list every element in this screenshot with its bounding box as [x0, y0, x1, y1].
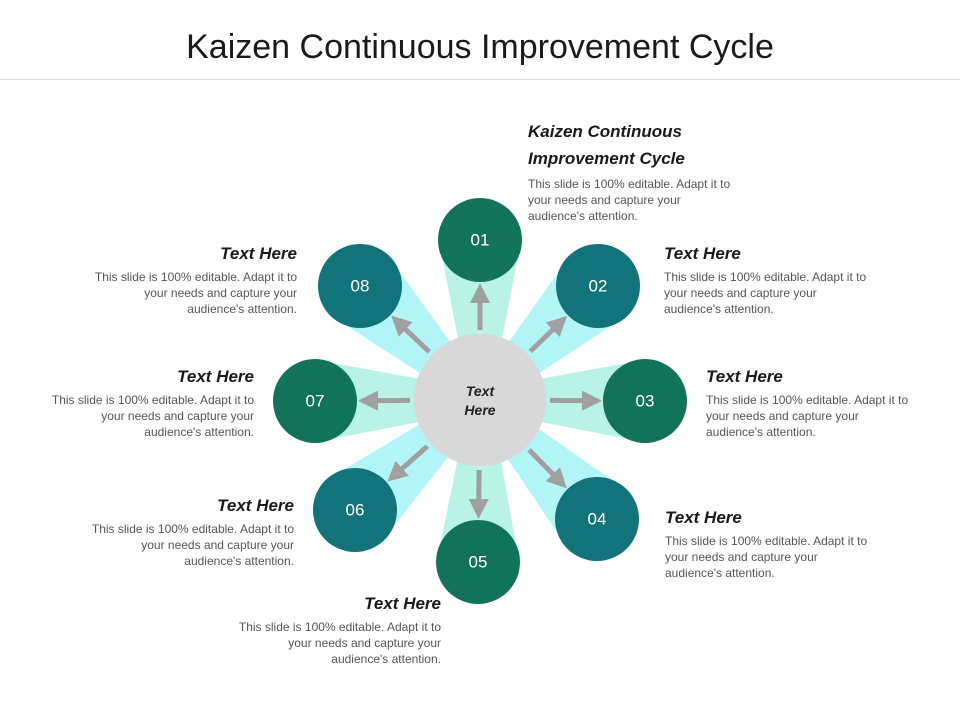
node-08-circle [318, 244, 402, 328]
callout-02: Text Here This slide is 100% editable. A… [664, 243, 874, 317]
callout-08-body: This slide is 100% editable. Adapt it to… [94, 270, 297, 316]
node-05-number: 05 [469, 553, 488, 572]
node-02-circle [556, 244, 640, 328]
callout-04-heading: Text Here [665, 508, 742, 527]
node-01-number: 01 [471, 231, 490, 250]
arrow-02 [528, 315, 568, 354]
callout-06-heading: Text Here [217, 496, 294, 515]
node-layer: 01 02 03 04 05 06 07 08 [273, 198, 687, 604]
callout-01-body: This slide is 100% editable. Adapt it to… [528, 177, 731, 223]
center-label-line1: Text [466, 383, 496, 399]
callout-05-heading: Text Here [364, 594, 441, 613]
arrow-08 [391, 315, 431, 354]
center-label-line2: Here [464, 402, 495, 418]
node-05-circle [436, 520, 520, 604]
callout-03: Text Here This slide is 100% editable. A… [706, 366, 916, 440]
callout-08: Text Here This slide is 100% editable. A… [87, 243, 297, 317]
callout-07-body: This slide is 100% editable. Adapt it to… [51, 393, 254, 439]
node-06-number: 06 [346, 501, 365, 520]
callout-03-body: This slide is 100% editable. Adapt it to… [706, 393, 909, 439]
callout-06: Text Here This slide is 100% editable. A… [84, 495, 294, 569]
node-03-number: 03 [636, 392, 655, 411]
title-divider [0, 79, 960, 80]
callout-07: Text Here This slide is 100% editable. A… [44, 366, 254, 440]
node-06-circle [313, 468, 397, 552]
slide-title: Kaizen Continuous Improvement Cycle [186, 28, 774, 66]
callout-03-heading: Text Here [706, 367, 783, 386]
callout-08-heading: Text Here [220, 244, 297, 263]
node-01-circle [438, 198, 522, 282]
arrow-layer [357, 282, 603, 520]
node-07-number: 07 [306, 392, 325, 411]
callout-04-body: This slide is 100% editable. Adapt it to… [665, 534, 868, 580]
arrow-04 [527, 448, 567, 489]
node-04-circle [555, 477, 639, 561]
callout-01-heading: Kaizen Continuous Improvement Cycle [528, 122, 685, 168]
arrow-05 [468, 469, 489, 520]
node-04-number: 04 [588, 510, 607, 529]
center-circle [414, 334, 546, 466]
callout-02-heading: Text Here [664, 244, 741, 263]
callout-05: Text Here This slide is 100% editable. A… [231, 593, 441, 667]
node-02-number: 02 [589, 277, 608, 296]
callout-07-heading: Text Here [177, 367, 254, 386]
arrow-06 [387, 444, 430, 482]
callout-04: Text Here This slide is 100% editable. A… [665, 507, 875, 581]
callout-01: Kaizen Continuous Improvement Cycle This… [528, 118, 733, 224]
node-08-number: 08 [351, 277, 370, 296]
node-03-circle [603, 359, 687, 443]
callout-05-body: This slide is 100% editable. Adapt it to… [238, 620, 441, 666]
node-07-circle [273, 359, 357, 443]
callout-02-body: This slide is 100% editable. Adapt it to… [664, 270, 867, 316]
callout-06-body: This slide is 100% editable. Adapt it to… [91, 522, 294, 568]
